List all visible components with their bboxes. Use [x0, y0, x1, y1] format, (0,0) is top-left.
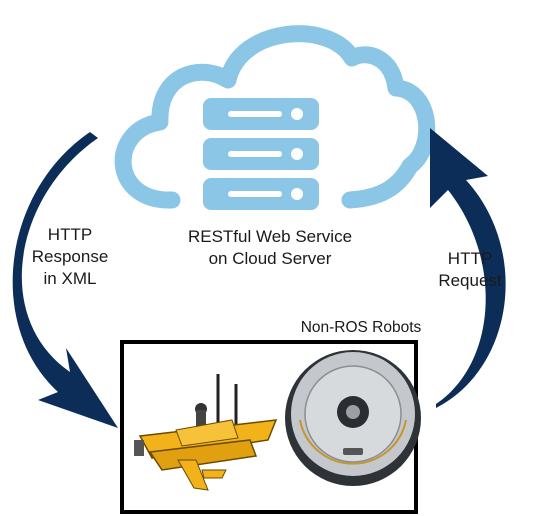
- response-line1: HTTP: [47, 225, 93, 244]
- robots-caption: Non-ROS Robots: [286, 318, 436, 338]
- server-slot: [228, 151, 282, 157]
- server-led: [291, 188, 303, 200]
- cloud-service-line1: RESTful Web Service: [187, 227, 353, 246]
- response-line3: in XML: [43, 269, 97, 289]
- autonomous-boat-icon: [134, 374, 278, 491]
- server-slot: [228, 111, 282, 117]
- cloud-outline: [114, 25, 436, 209]
- response-line2: Response: [31, 247, 109, 267]
- server-led: [291, 108, 303, 120]
- cloud-server-icon: [114, 25, 436, 210]
- response-arrow: [12, 132, 118, 428]
- server-slot: [228, 191, 282, 197]
- cloud-service-caption: RESTful Web Service on Cloud Server: [150, 226, 390, 270]
- request-label: HTTP Request: [420, 248, 520, 292]
- request-line1: HTTP: [447, 249, 493, 268]
- cloud-service-line2: on Cloud Server: [208, 249, 332, 269]
- robots-caption-text: Non-ROS Robots: [300, 319, 422, 336]
- robot-vacuum-icon: [285, 350, 421, 486]
- server-led: [291, 148, 303, 160]
- request-arrow: [430, 128, 506, 408]
- request-line2: Request: [438, 271, 502, 291]
- response-label: HTTP Response in XML: [14, 224, 126, 290]
